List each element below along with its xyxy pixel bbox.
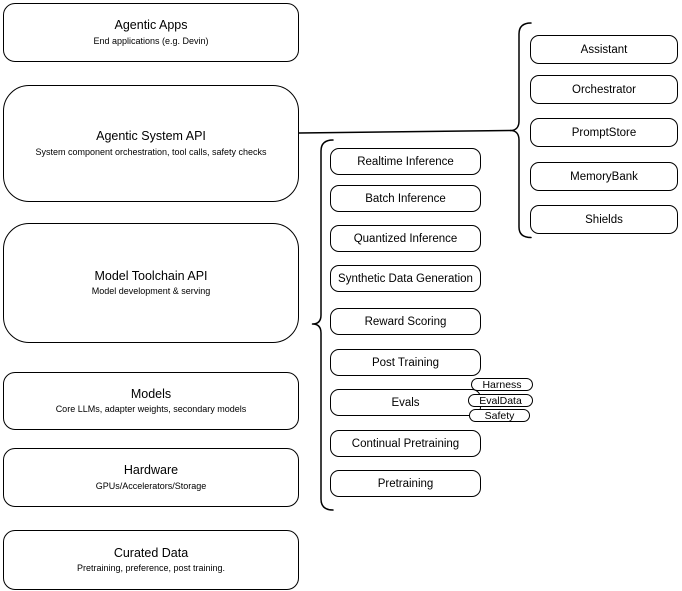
pill-harness: Harness [471, 378, 533, 391]
system-components-brace [509, 22, 532, 239]
node-model-toolchain-api: Model Toolchain API Model development & … [3, 223, 299, 343]
node-title: Models [130, 386, 172, 401]
node-realtime-inference: Realtime Inference [330, 148, 481, 175]
node-post-training: Post Training [330, 349, 481, 376]
node-title: Model Toolchain API [94, 268, 208, 283]
node-quantized-inference: Quantized Inference [330, 225, 481, 252]
node-agentic-system-api: Agentic System API System component orch… [3, 85, 299, 202]
node-pretraining: Pretraining [330, 470, 481, 497]
node-subtitle: GPUs/Accelerators/Storage [95, 480, 207, 491]
node-title: Curated Data [113, 545, 189, 560]
node-subtitle: Core LLMs, adapter weights, secondary mo… [55, 404, 247, 415]
node-evals: Evals [330, 389, 481, 416]
node-hardware: Hardware GPUs/Accelerators/Storage [3, 448, 299, 507]
node-promptstore: PromptStore [530, 118, 678, 147]
node-subtitle: System component orchestration, tool cal… [35, 146, 267, 157]
node-subtitle: Pretraining, preference, post training. [76, 563, 226, 574]
node-orchestrator: Orchestrator [530, 75, 678, 104]
node-batch-inference: Batch Inference [330, 185, 481, 212]
node-curated-data: Curated Data Pretraining, preference, po… [3, 530, 299, 590]
node-title: Agentic System API [96, 129, 206, 144]
node-subtitle: Model development & serving [91, 286, 211, 297]
node-subtitle: End applications (e.g. Devin) [93, 35, 209, 46]
pill-safety: Safety [469, 409, 530, 422]
node-memorybank: MemoryBank [530, 162, 678, 191]
toolchain-brace [311, 139, 334, 511]
node-models: Models Core LLMs, adapter weights, secon… [3, 372, 299, 430]
pill-evaldata: EvalData [468, 394, 533, 407]
node-title: Agentic Apps [114, 18, 188, 33]
node-reward-scoring: Reward Scoring [330, 308, 481, 335]
node-synthetic-data-generation: Synthetic Data Generation [330, 265, 481, 292]
node-agentic-apps: Agentic Apps End applications (e.g. Devi… [3, 3, 299, 62]
node-title: Hardware [123, 463, 179, 478]
node-assistant: Assistant [530, 35, 678, 64]
system-api-connector-line [298, 129, 512, 134]
node-shields: Shields [530, 205, 678, 234]
node-continual-pretraining: Continual Pretraining [330, 430, 481, 457]
